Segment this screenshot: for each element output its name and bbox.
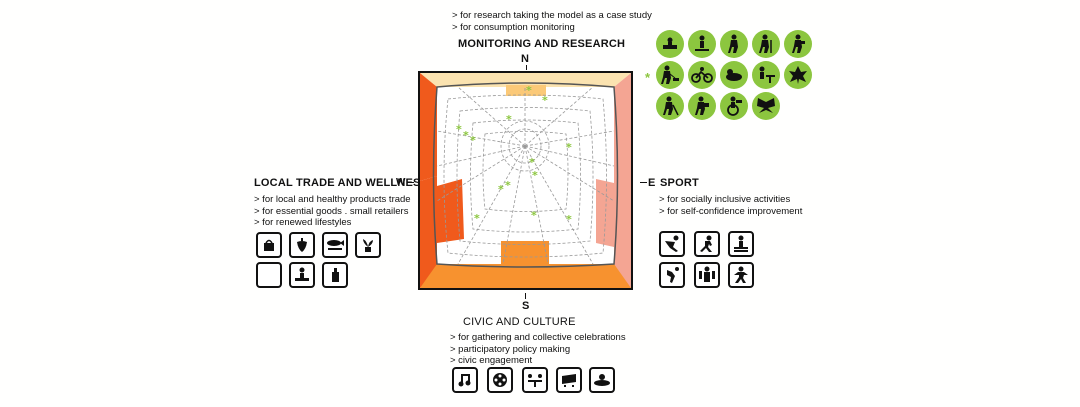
west-bullet: > for essential goods . small retailers <box>254 205 409 217</box>
legend-marker: * <box>645 70 651 85</box>
right-inner-block <box>596 179 614 247</box>
svg-text:*: * <box>470 134 476 147</box>
fish-icon <box>322 232 348 258</box>
cyclist-icon <box>688 61 716 89</box>
left-band-upper <box>420 73 437 181</box>
south-compass-letter: S <box>522 300 530 312</box>
svg-text:*: * <box>532 169 538 182</box>
west-heading: LOCAL TRADE AND WELLNESS <box>254 177 429 189</box>
walker-icon <box>720 30 748 58</box>
svg-text:*: * <box>456 123 462 136</box>
svg-text:*: * <box>506 113 512 126</box>
west-tick <box>407 182 414 183</box>
east-bullet: > for self-confidence improvement <box>659 205 803 217</box>
west-bullets: > for local and healthy products trade >… <box>254 194 411 229</box>
west-bullet: > for local and healthy products trade <box>254 194 411 205</box>
basket-icon <box>256 232 282 258</box>
south-tick <box>525 293 526 299</box>
south-bullets: > for gathering and collective celebrati… <box>450 332 626 367</box>
north-tick <box>526 65 527 70</box>
svg-text:*: * <box>474 212 480 225</box>
svg-text:*: * <box>566 141 572 154</box>
photographer-icon <box>784 30 812 58</box>
bottom-band <box>420 264 631 288</box>
svg-text:*: * <box>505 179 511 192</box>
bottom-highlight <box>501 241 549 265</box>
left-band-lower <box>420 176 437 288</box>
meeting-table-icon <box>522 367 548 393</box>
music-icon <box>452 367 478 393</box>
east-bullets: > for socially inclusive activities > fo… <box>659 194 802 217</box>
leaf-icon <box>784 61 812 89</box>
left-inner-block <box>437 179 464 243</box>
gathering-icon <box>589 367 615 393</box>
north-bullet: > for consumption monitoring <box>452 21 575 33</box>
hiker-icon <box>752 30 780 58</box>
east-heading: SPORT <box>660 177 699 189</box>
north-bullets: > for research taking the model as a cas… <box>452 10 652 33</box>
duck-icon <box>720 61 748 89</box>
north-bullet: > for research taking the model as a cas… <box>452 10 652 21</box>
reader-icon <box>688 92 716 120</box>
basketball-icon <box>659 262 685 288</box>
top-highlight <box>506 85 546 96</box>
south-heading: CIVIC AND CULTURE <box>463 316 576 328</box>
blind-walker-icon <box>656 92 684 120</box>
vendor-icon <box>289 262 315 288</box>
film-reel-icon <box>487 367 513 393</box>
butterfly-icon <box>752 92 780 120</box>
right-band <box>614 73 631 288</box>
south-bullet: > for gathering and collective celebrati… <box>450 332 626 343</box>
east-bullet: > for socially inclusive activities <box>659 194 791 205</box>
karate-icon <box>728 262 754 288</box>
south-bullet: > civic engagement <box>450 355 533 366</box>
svg-text:*: * <box>498 183 504 196</box>
radial-diagram: *** *** *** *** ** <box>418 71 633 290</box>
banner-icon <box>556 367 582 393</box>
exercise-icon <box>728 231 754 257</box>
strawberry-icon <box>289 232 315 258</box>
empty-icon <box>256 262 282 288</box>
boat-icon <box>656 30 684 58</box>
north-compass-letter: N <box>521 53 529 65</box>
svg-text:*: * <box>529 156 535 169</box>
wheelchair-icon <box>720 92 748 120</box>
svg-text:*: * <box>526 84 532 97</box>
bottle-icon <box>322 262 348 288</box>
east-tick <box>640 182 647 183</box>
svg-text:*: * <box>542 94 548 107</box>
svg-text:*: * <box>463 129 469 142</box>
runner-icon <box>694 231 720 257</box>
dog-walker-icon <box>656 61 684 89</box>
svg-text:*: * <box>531 209 537 222</box>
skateboard-icon <box>688 30 716 58</box>
west-bullet: > for renewed lifestyles <box>254 217 352 228</box>
top-band <box>420 73 631 87</box>
svg-text:*: * <box>566 213 572 226</box>
west-compass-letter: W <box>396 177 406 188</box>
south-bullet: > participatory policy making <box>450 343 571 355</box>
picnic-icon <box>752 61 780 89</box>
gym-icon <box>694 262 720 288</box>
north-heading: MONITORING AND RESEARCH <box>458 38 626 50</box>
green-markers: *** *** *** *** ** <box>456 84 572 226</box>
east-compass-letter: E <box>648 177 656 189</box>
runner-jump-icon <box>659 231 685 257</box>
plant-pot-icon <box>355 232 381 258</box>
